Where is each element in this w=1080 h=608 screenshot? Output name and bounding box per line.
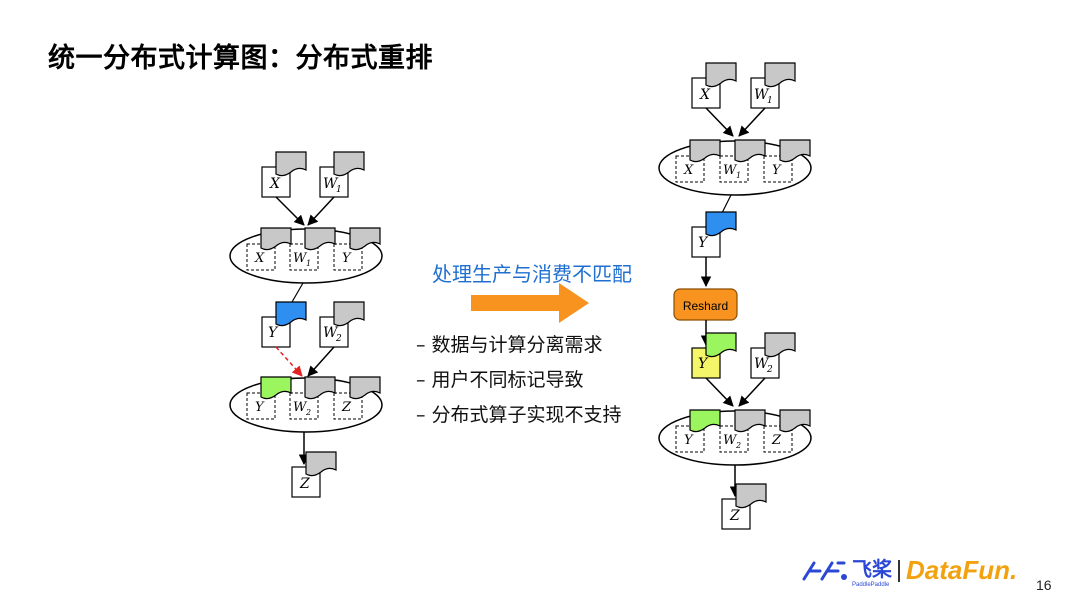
- footer-logos: 飞桨 PaddlePaddle DataFun.: [800, 553, 1017, 588]
- svg-text:Y: Y: [268, 325, 279, 341]
- svg-text:Y: Y: [772, 163, 782, 178]
- svg-text:2: 2: [335, 334, 342, 344]
- right-w2-node: W 2: [750, 332, 796, 379]
- page-number: 16: [1036, 577, 1052, 593]
- transform-arrow: [471, 283, 589, 323]
- svg-text:W: W: [323, 325, 339, 341]
- svg-text:X: X: [254, 251, 265, 266]
- svg-text:1: 1: [736, 171, 741, 180]
- svg-text:W: W: [293, 400, 308, 415]
- svg-text:Z: Z: [729, 508, 740, 524]
- svg-text:2: 2: [735, 441, 741, 450]
- right-y-node: Y: [691, 211, 737, 258]
- left-y-node: Y: [261, 301, 307, 348]
- paddle-brand-en: PaddlePaddle: [852, 582, 890, 588]
- left-w1-node: W 1: [319, 151, 365, 198]
- reason-item: – 用户不同标记导致: [416, 369, 584, 391]
- svg-text:W: W: [723, 163, 738, 178]
- svg-text:W: W: [754, 356, 770, 372]
- datafun-brand: DataFun.: [906, 555, 1018, 585]
- left-x-node: X: [261, 151, 307, 198]
- reshard-node: Reshard: [673, 288, 738, 321]
- svg-text:1: 1: [767, 96, 773, 106]
- reshard-label: Reshard: [683, 299, 728, 313]
- mismatch-heading: 处理生产与消费不匹配: [432, 262, 632, 286]
- left-matmul-op-1: X W 1 Y: [229, 227, 383, 284]
- svg-text:Y: Y: [255, 400, 265, 415]
- svg-text:1: 1: [336, 185, 342, 195]
- svg-text:Y: Y: [698, 356, 709, 372]
- svg-text:X: X: [683, 163, 694, 178]
- right-z-node: Z: [721, 483, 767, 530]
- reason-item: – 分布式算子实现不支持: [416, 404, 622, 426]
- svg-text:1: 1: [306, 259, 311, 268]
- left-z-node: Z: [291, 451, 337, 498]
- svg-text:W: W: [293, 251, 308, 266]
- right-matmul-op-1: X W 1 Y: [658, 139, 812, 196]
- svg-text:W: W: [723, 433, 738, 448]
- svg-text:Y: Y: [684, 433, 694, 448]
- logo-separator: [898, 559, 900, 582]
- right-graph: X W 1 X W 1 Y Y: [658, 62, 812, 530]
- right-x-node: X: [691, 62, 737, 109]
- svg-text:Y: Y: [698, 235, 709, 251]
- left-w1-label: W: [323, 176, 339, 192]
- left-x-label: X: [269, 176, 281, 192]
- svg-text:Z: Z: [299, 476, 310, 492]
- page-title: 统一分布式计算图：分布式重排: [48, 43, 433, 74]
- reason-list: – 数据与计算分离需求 – 用户不同标记导致 – 分布式算子实现不支持: [416, 328, 622, 433]
- svg-text:2: 2: [766, 365, 773, 375]
- svg-text:W: W: [754, 87, 770, 103]
- svg-text:2: 2: [305, 408, 311, 417]
- paddle-brand: 飞桨: [852, 557, 892, 581]
- left-graph: X W 1 X W 1 Y Y: [229, 151, 383, 498]
- svg-text:Z: Z: [341, 400, 352, 415]
- left-matmul-op-2: Y W 2 Z: [229, 376, 383, 433]
- right-w1-node: W 1: [750, 62, 796, 109]
- left-w2-node: W 2: [319, 301, 365, 348]
- svg-text:Y: Y: [342, 251, 352, 266]
- svg-text:X: X: [699, 87, 711, 103]
- right-matmul-op-2: Y W 2 Z: [658, 409, 812, 466]
- right-reshard-y-node: Y: [691, 332, 737, 379]
- svg-text:Z: Z: [771, 433, 782, 448]
- mismatch-arrow: [275, 346, 303, 377]
- reason-item: – 数据与计算分离需求: [416, 334, 603, 356]
- paddle-logo-icon: [802, 561, 847, 580]
